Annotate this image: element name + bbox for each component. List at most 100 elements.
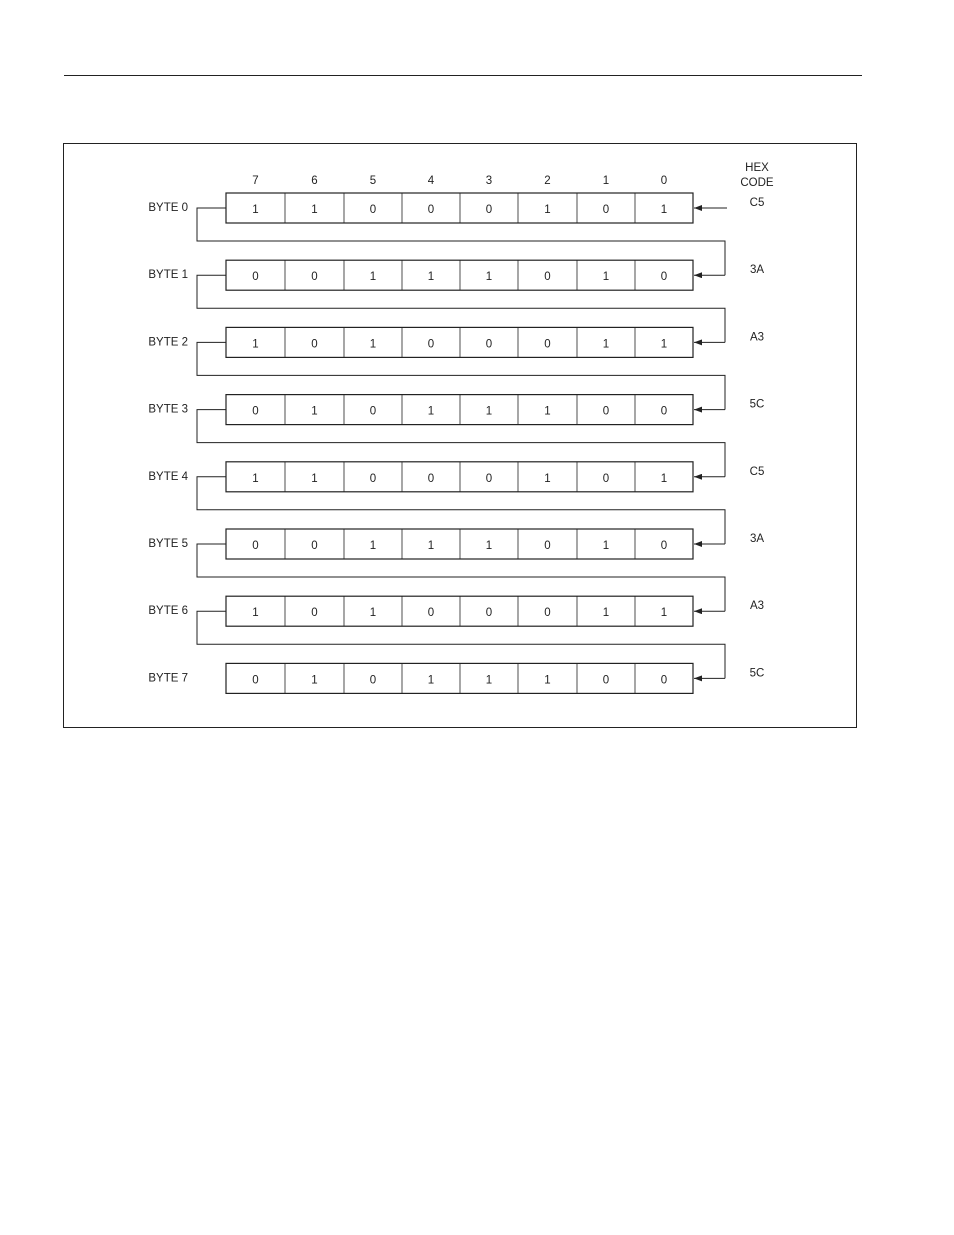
- byte-register-box: [226, 260, 693, 290]
- bit-value: 1: [544, 473, 550, 485]
- bit-value: 0: [486, 338, 492, 350]
- byte-register-box: [226, 327, 693, 357]
- byte-label: BYTE 5: [148, 538, 188, 550]
- bit-value: 1: [428, 540, 434, 552]
- hex-code-value: 5C: [750, 667, 765, 679]
- bit-value: 0: [544, 540, 550, 552]
- bit-position-label: 5: [370, 175, 376, 187]
- bit-value: 0: [252, 674, 258, 686]
- byte-register-box: [226, 596, 693, 626]
- bit-value: 0: [311, 540, 317, 552]
- bit-value: 0: [370, 473, 376, 485]
- bit-value: 0: [370, 204, 376, 216]
- bit-value: 0: [486, 473, 492, 485]
- bit-value: 1: [311, 674, 317, 686]
- byte-label: BYTE 4: [148, 471, 188, 483]
- bit-value: 1: [370, 540, 376, 552]
- bit-value: 1: [252, 204, 258, 216]
- carry-connector: [197, 410, 725, 477]
- byte-register-box: [226, 193, 693, 223]
- byte-register-box: [226, 462, 693, 492]
- bit-value: 0: [603, 406, 609, 418]
- carry-connector: [197, 477, 725, 544]
- hex-code-value: A3: [750, 331, 764, 343]
- bit-value: 0: [661, 406, 667, 418]
- bit-value: 1: [544, 674, 550, 686]
- hex-header-label: HEX: [745, 162, 769, 174]
- byte-label: BYTE 0: [148, 202, 188, 214]
- bit-value: 0: [603, 204, 609, 216]
- bit-value: 1: [311, 204, 317, 216]
- byte-label: BYTE 6: [148, 605, 188, 617]
- bit-position-label: 3: [486, 175, 492, 187]
- bit-value: 1: [252, 338, 258, 350]
- bit-value: 1: [661, 338, 667, 350]
- bit-value: 1: [603, 338, 609, 350]
- hex-code-value: A3: [750, 600, 764, 612]
- carry-connector: [197, 544, 725, 611]
- bit-value: 0: [311, 271, 317, 283]
- bit-value: 0: [661, 540, 667, 552]
- bit-value: 0: [428, 473, 434, 485]
- byte-label: BYTE 2: [148, 336, 188, 348]
- hex-code-value: 3A: [750, 264, 764, 276]
- bit-value: 0: [661, 674, 667, 686]
- bit-value: 0: [428, 338, 434, 350]
- bit-value: 1: [252, 473, 258, 485]
- byte-label: BYTE 7: [148, 672, 188, 684]
- bit-value: 1: [661, 473, 667, 485]
- bit-value: 0: [603, 473, 609, 485]
- bit-value: 0: [544, 607, 550, 619]
- bit-value: 0: [661, 271, 667, 283]
- byte-label: BYTE 1: [148, 269, 188, 281]
- carry-connector: [197, 275, 725, 342]
- bit-position-label: 6: [311, 175, 317, 187]
- bit-position-label: 7: [252, 175, 258, 187]
- bit-value: 1: [486, 540, 492, 552]
- bit-value: 0: [370, 674, 376, 686]
- bit-value: 0: [252, 406, 258, 418]
- bit-position-label: 2: [544, 175, 550, 187]
- hex-code-value: C5: [750, 466, 765, 478]
- byte-register-box: [226, 529, 693, 559]
- hex-code-value: 5C: [750, 399, 765, 411]
- hex-code-value: C5: [750, 197, 765, 209]
- bit-value: 1: [661, 204, 667, 216]
- bit-value: 1: [544, 406, 550, 418]
- bit-position-label: 1: [603, 175, 609, 187]
- bit-value: 0: [370, 406, 376, 418]
- bit-value: 0: [428, 204, 434, 216]
- bit-value: 0: [252, 271, 258, 283]
- bit-position-label: 4: [428, 175, 435, 187]
- bit-value: 0: [603, 674, 609, 686]
- byte-register-box: [226, 395, 693, 425]
- bit-value: 1: [661, 607, 667, 619]
- bit-value: 0: [428, 607, 434, 619]
- carry-connector: [197, 611, 725, 678]
- bit-value: 0: [311, 607, 317, 619]
- bit-value: 1: [370, 607, 376, 619]
- bit-value: 1: [428, 674, 434, 686]
- bit-value: 0: [311, 338, 317, 350]
- bit-value: 1: [370, 271, 376, 283]
- byte-label: BYTE 3: [148, 404, 188, 416]
- bit-value: 1: [544, 204, 550, 216]
- bit-value: 1: [603, 271, 609, 283]
- bit-value: 1: [252, 607, 258, 619]
- bit-position-label: 0: [661, 175, 667, 187]
- bit-value: 1: [311, 473, 317, 485]
- bit-value: 1: [486, 406, 492, 418]
- bit-value: 1: [370, 338, 376, 350]
- bit-value: 1: [428, 271, 434, 283]
- bit-value: 0: [486, 607, 492, 619]
- bit-value: 1: [603, 540, 609, 552]
- byte-register-box: [226, 663, 693, 693]
- byte-row: BYTE 4 1 1 0 0 0 1 0 1 C5: [148, 462, 764, 492]
